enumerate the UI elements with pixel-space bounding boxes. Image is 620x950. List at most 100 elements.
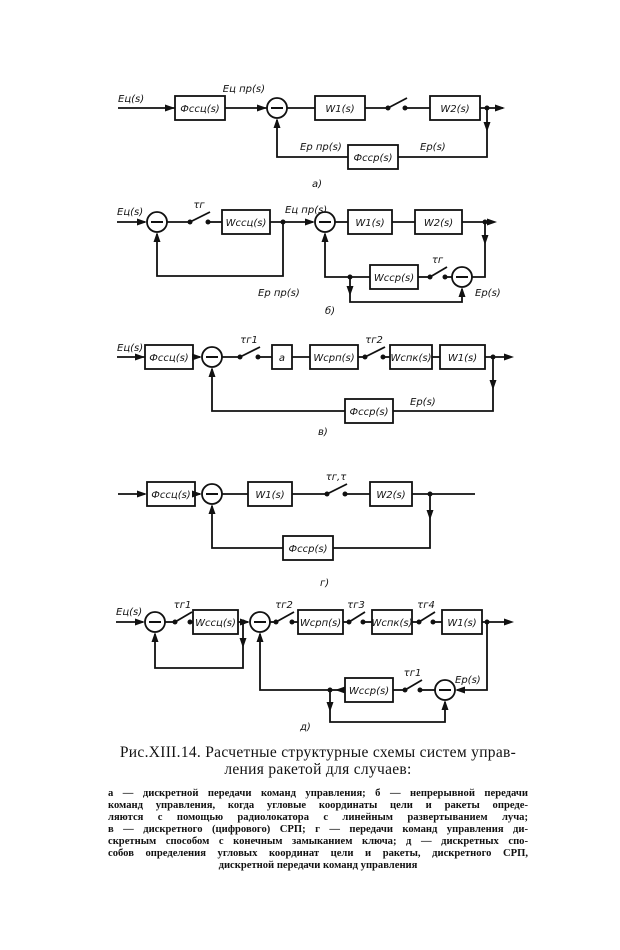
transfer-block — [389, 344, 433, 370]
arrow-head — [483, 122, 491, 132]
signal-line — [211, 506, 283, 549]
transfer-block-label: Wссц(s) — [195, 618, 236, 629]
transfer-block-label: Wсср(s) — [349, 686, 389, 697]
transfer-block-label: W1(s) — [448, 353, 477, 364]
transfer-block-label: W2(s) — [424, 218, 453, 229]
signal-label: Ep пр(s) — [300, 142, 342, 153]
switch-contact — [174, 611, 193, 623]
transfer-block-label: Wсрп(s) — [300, 618, 341, 629]
arrow-head — [239, 638, 247, 648]
transfer-block-label: W2(s) — [376, 490, 405, 501]
transfer-block-label: Wспк(s) — [372, 618, 413, 629]
sampling-period-label: τг1 — [404, 668, 422, 679]
transfer-block-label: Wспк(s) — [391, 353, 432, 364]
sampling-period-label: τг2 — [365, 335, 383, 346]
arrow-head — [335, 686, 345, 694]
transfer-block-label: Фссц(s) — [180, 104, 219, 115]
transfer-block — [344, 677, 394, 703]
switch-contact — [387, 97, 408, 109]
transfer-block — [309, 344, 359, 370]
sampling-period-label: τг2 — [275, 600, 293, 611]
arrow-head — [137, 218, 147, 226]
signal-label: Ep(s) — [410, 397, 436, 408]
transfer-block-label: Фсср(s) — [289, 544, 328, 555]
transfer-block-label: W1(s) — [355, 218, 384, 229]
figure-caption: Рис.XIII.14. Расчетные структурные схемы… — [108, 744, 528, 872]
arrow-head — [151, 632, 159, 642]
signal-label: Ep пр(s) — [258, 288, 300, 299]
arrow-head — [135, 618, 145, 626]
diagram-letter: а) — [312, 179, 322, 190]
signal-label: Ep(s) — [455, 675, 481, 686]
switch-contact — [364, 346, 386, 358]
transfer-block — [192, 609, 239, 635]
caption-body-line: команд управления, когда угловые координ… — [108, 800, 528, 811]
input-signal-label: Eц(s) — [117, 343, 143, 354]
switch-contact — [275, 611, 295, 623]
signal-line — [211, 369, 345, 412]
signal-label: Ep(s) — [475, 288, 501, 299]
arrow-head — [426, 510, 434, 520]
caption-body-line: в — дискретного (цифрового) СРП; г — пер… — [108, 824, 528, 835]
transfer-block — [369, 481, 413, 507]
arrow-head — [208, 367, 216, 377]
signal-label: Ep(s) — [420, 142, 446, 153]
block-diagrams: Eц(s) Фссц(s) Eц пр(s) W1(s) W2(s) Фсср(s) Ep … — [116, 84, 514, 733]
signal-line — [393, 357, 494, 412]
junction-dot — [417, 687, 423, 693]
transfer-block-label: W1(s) — [447, 618, 476, 629]
arrow-head — [495, 104, 505, 112]
arrow-head — [326, 702, 334, 712]
transfer-block-label: Фсср(s) — [350, 407, 389, 418]
switch-contact — [239, 346, 261, 358]
transfer-block-label: Wсср(s) — [374, 273, 414, 284]
transfer-block — [344, 398, 394, 424]
transfer-block-label: W2(s) — [440, 104, 469, 115]
diagram-letter: в) — [318, 427, 328, 438]
switch-contact — [404, 679, 423, 691]
transfer-block-label: а — [279, 353, 285, 364]
transfer-block — [347, 209, 393, 235]
transfer-block — [297, 609, 344, 635]
caption-body: а — дискретной передачи команд управлени… — [108, 788, 528, 872]
transfer-block — [429, 95, 481, 121]
caption-body-line: скретным способом с конечным замыканием … — [108, 836, 528, 847]
arrow-head — [346, 286, 354, 296]
transfer-block-label: Фссц(s) — [151, 490, 190, 501]
signal-line — [259, 634, 330, 691]
switch-contact — [429, 266, 448, 278]
caption-body-line: ляются с помощью радиолокатора с линейны… — [108, 812, 528, 823]
arrow-head — [257, 104, 267, 112]
transfer-block — [221, 209, 271, 235]
signal-line — [472, 222, 486, 278]
input-signal-label: Eц(s) — [118, 94, 144, 105]
signal-line — [156, 222, 284, 277]
transfer-block-label: Wсрп(s) — [313, 353, 354, 364]
transfer-block-label: Фссц(s) — [149, 353, 188, 364]
arrow-head — [481, 235, 489, 245]
diagram-letter: б) — [325, 305, 335, 317]
transfer-block-label: W1(s) — [325, 104, 354, 115]
arrow-head — [135, 353, 145, 361]
signal-line — [324, 234, 350, 278]
caption-body-line: дискретной передачи команд управления — [218, 860, 418, 871]
arrow-head — [455, 686, 465, 694]
arrow-head — [273, 118, 281, 128]
caption-title: Рис.XIII.14. Расчетные структурные схемы… — [108, 744, 528, 778]
arrow-head — [321, 232, 329, 242]
switch-contact — [326, 483, 348, 495]
signal-label: Eц пр(s) — [223, 84, 265, 95]
diagram-letter: г) — [320, 578, 329, 589]
switch-contact — [348, 611, 366, 623]
sampling-period-label: τг1 — [174, 600, 192, 611]
arrow-head — [208, 504, 216, 514]
caption-title-line: ления ракетой для случаев: — [224, 761, 412, 778]
sampling-period-label: τг — [193, 200, 205, 211]
signal-line — [457, 622, 488, 691]
sampling-period-label: τг3 — [347, 600, 365, 611]
arrow-head — [458, 287, 466, 297]
arrow-head — [192, 353, 202, 361]
caption-body-line: а — дискретной передачи команд управлени… — [108, 788, 528, 799]
sampling-period-label: τг,τ — [326, 472, 347, 483]
arrow-head — [137, 490, 147, 498]
